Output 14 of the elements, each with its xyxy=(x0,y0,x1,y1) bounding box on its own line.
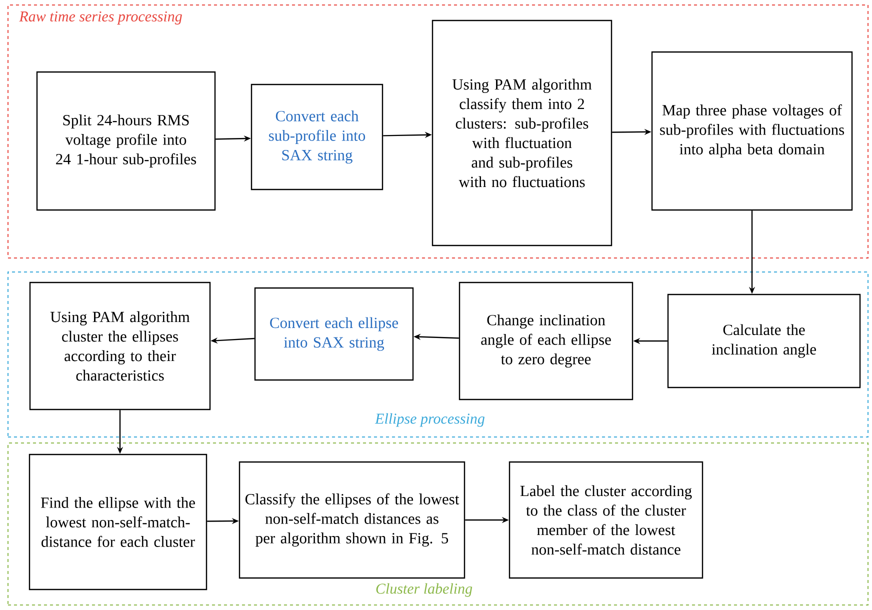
group-heading: Raw time series processing xyxy=(19,11,182,25)
process-box: Using PAM algorithm cluster the ellipses according to their characteristics xyxy=(29,282,211,410)
process-box: Classify the ellipses of the lowest non-self-match distances as per algorithm shown in Fig. 5 xyxy=(238,461,466,579)
process-box: Calculate the inclination angle xyxy=(667,294,861,388)
process-box: Split 24-hours RMS voltage profile into 24 1-hour sub-profiles xyxy=(36,71,216,211)
group-heading: Cluster labeling xyxy=(376,583,472,597)
group-heading: Ellipse processing xyxy=(374,413,484,427)
process-box: Map three phase voltages of sub-profiles with fluctuations into alpha beta domain xyxy=(651,51,853,211)
process-box: Using PAM algorithm classify them into 2 clusters: sub-profiles with fluctuation and sub-profiles with no fluctuations xyxy=(432,20,612,246)
process-box: Find the ellipse with the lowest non-self-match-distance for each cluster xyxy=(28,454,208,590)
process-box: Label the cluster according to the class of the cluster member of the lowest non-self-match distance xyxy=(508,461,704,579)
process-box: Convert each sub-profile into SAX string xyxy=(250,84,384,190)
process-box: Convert each ellipse into SAX string xyxy=(254,287,414,381)
process-box: Change inclination angle of each ellipse to zero degree xyxy=(458,282,634,400)
